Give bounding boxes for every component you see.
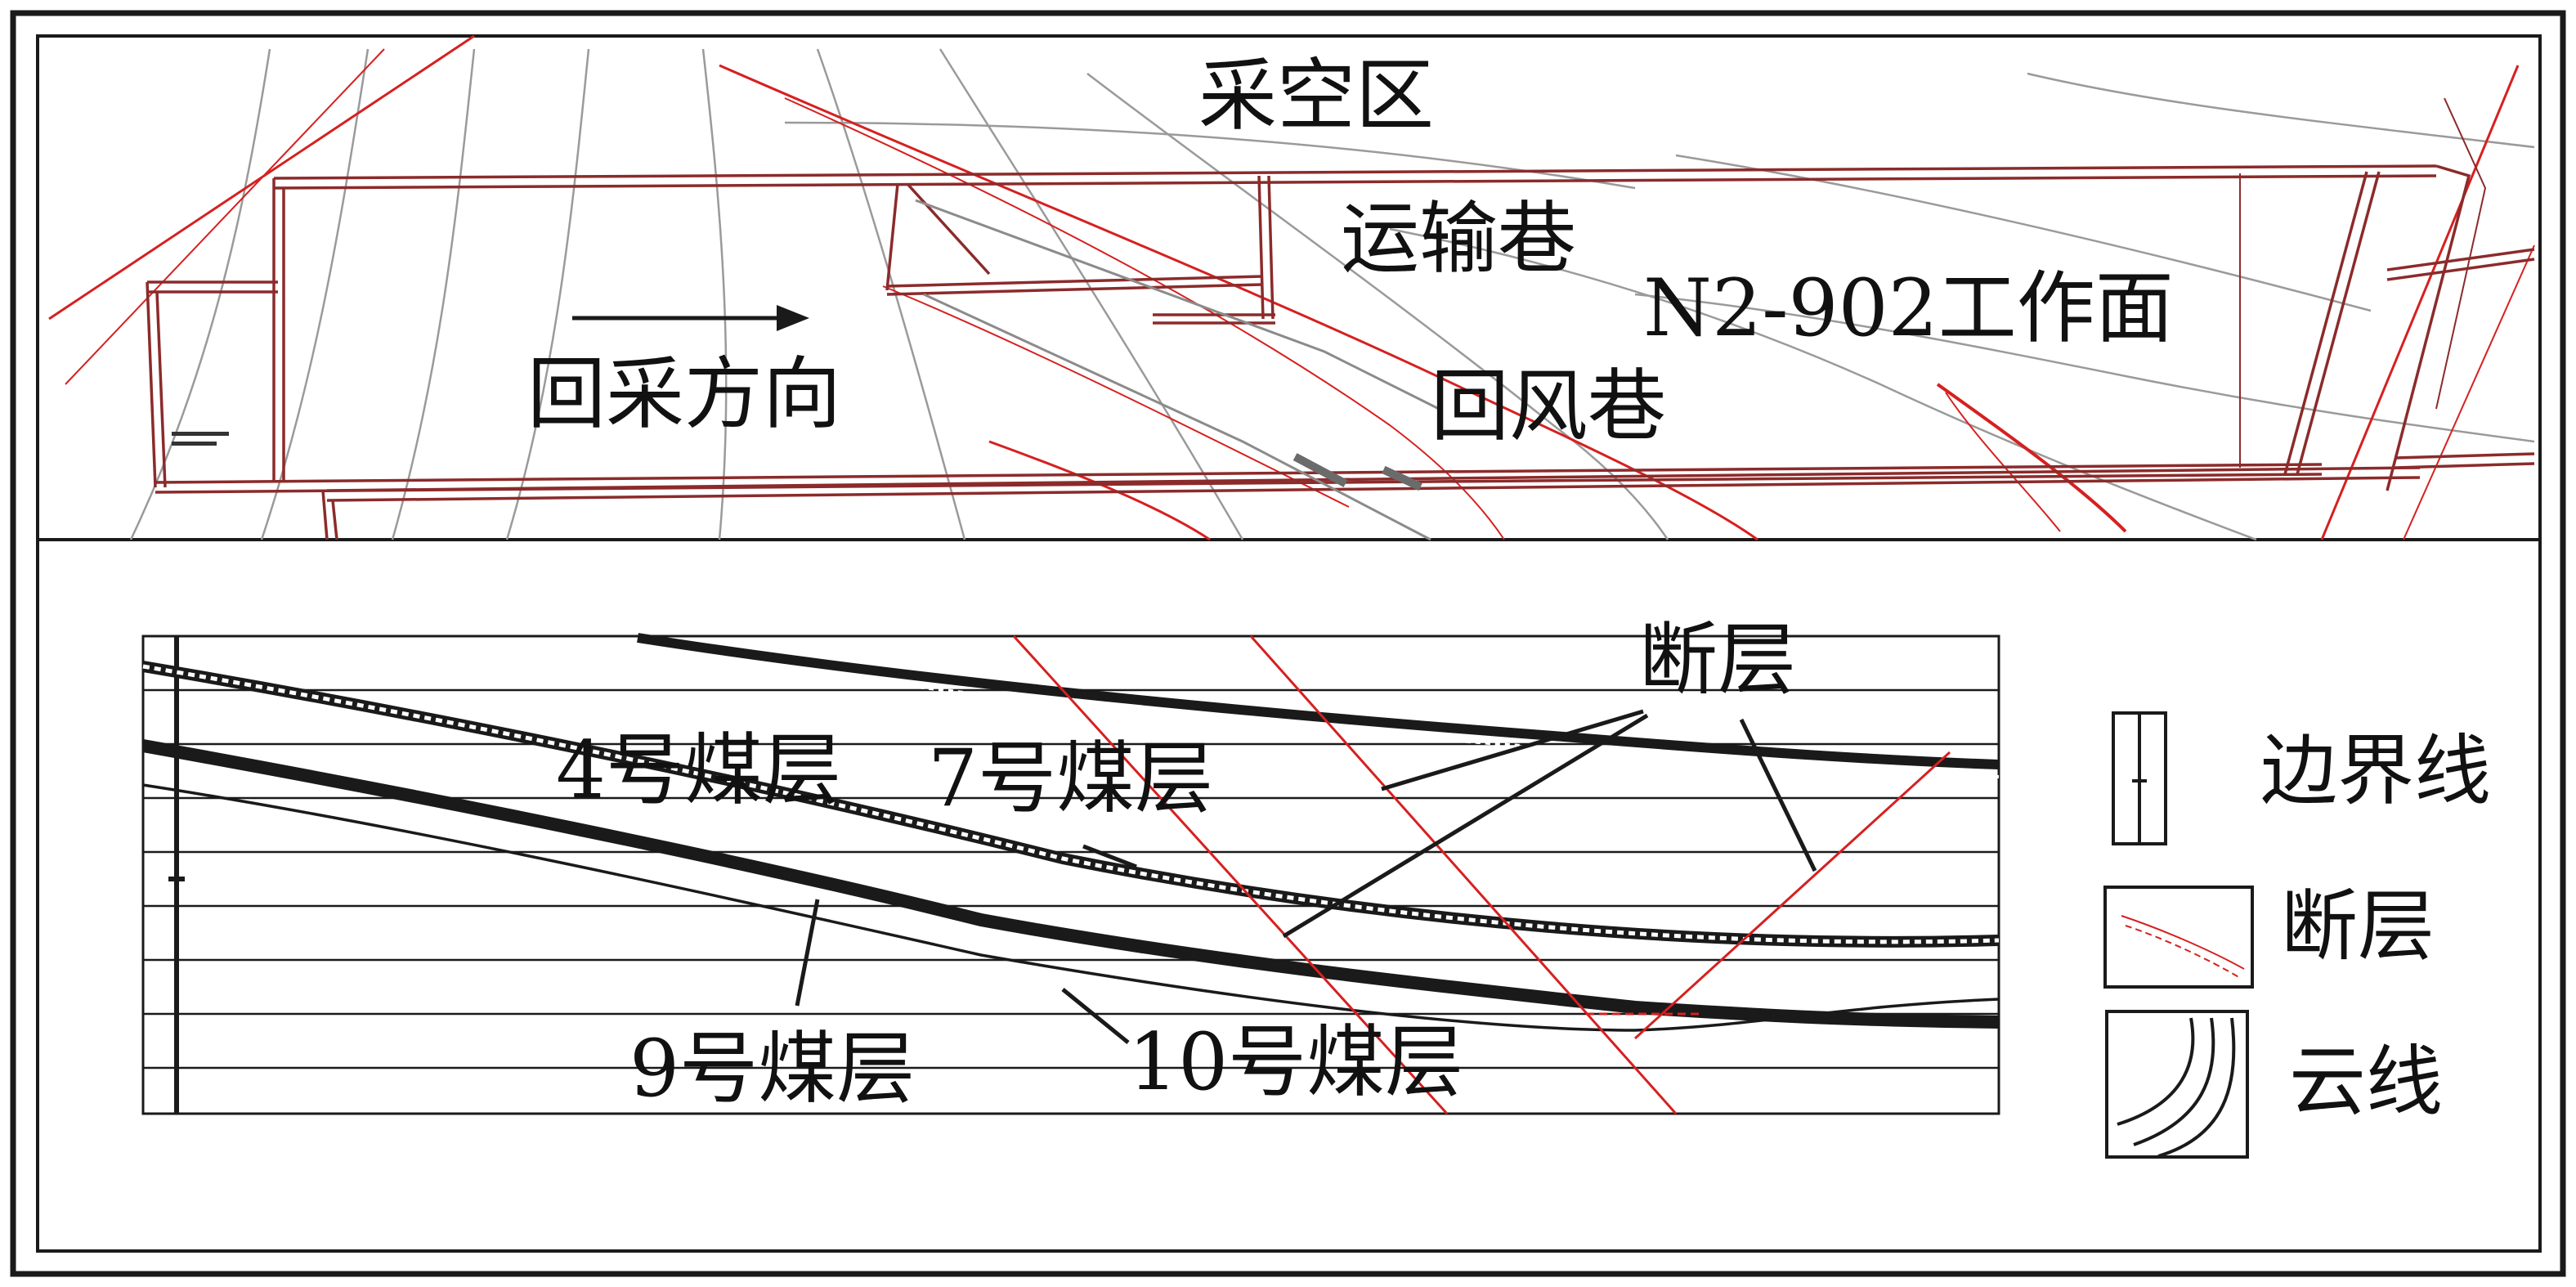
contour-line	[816, 48, 966, 540]
seam-leader-line	[1082, 844, 1137, 869]
roadway-stub	[155, 291, 167, 488]
contour-line	[505, 48, 590, 540]
roadway-stub	[331, 500, 338, 540]
right-roadway	[2386, 248, 2535, 271]
seam-4-line	[637, 633, 2000, 769]
return-roadway-line	[326, 466, 2421, 492]
seam-10-label: 10号煤层	[1128, 1016, 1463, 1108]
fault-leader-line	[1282, 713, 1649, 939]
seam-leader-line	[1061, 988, 1130, 1044]
right-roadway	[2395, 462, 2535, 469]
equipment-marker	[1292, 453, 1348, 487]
legend-label-boundary: 边界线	[2260, 727, 2491, 816]
right-roadway	[2386, 164, 2471, 491]
equipment-marker	[1382, 465, 1422, 491]
fault-line	[1012, 635, 1449, 1115]
haulage-roadway-label: 运输巷	[1341, 193, 1576, 285]
diagonal-line	[915, 199, 1440, 410]
fault-icon	[2103, 886, 2254, 989]
legend-symbol-line	[2157, 1017, 2236, 1158]
seam-7-label: 7号煤层	[928, 733, 1213, 824]
roadway-stub	[321, 490, 329, 540]
fault-line	[65, 48, 385, 385]
legend-box	[2105, 1010, 2249, 1159]
cross-roadway-line	[886, 283, 1264, 296]
legend-symbol-line	[2121, 915, 2245, 970]
contour-line	[1086, 73, 1669, 540]
contour-line	[129, 48, 271, 540]
cross-roadway-line	[1267, 175, 1275, 320]
contour-line-icon	[2105, 1010, 2249, 1159]
haulage-roadway-line	[273, 174, 2437, 190]
seam-9-line	[141, 739, 2000, 1029]
inner-frame	[36, 34, 2542, 1253]
fault-line	[1633, 751, 1951, 1040]
roadway-stub	[146, 281, 157, 488]
contour-line	[701, 48, 728, 540]
return-roadway-line	[326, 476, 2421, 502]
right-roadway	[2435, 97, 2487, 410]
return-roadway-line	[155, 463, 2323, 484]
cross-roadway-line	[885, 183, 899, 291]
outer-frame	[10, 10, 2566, 1277]
fault-line	[719, 64, 1758, 541]
roadways	[146, 97, 2535, 540]
diagonal-line	[923, 293, 1431, 541]
legend: 边界线 断层 云线	[2103, 711, 2491, 1159]
arrow-head-icon	[777, 305, 809, 331]
fault-line	[1945, 392, 2061, 532]
fault-leader-line	[1381, 709, 1644, 791]
right-roadway	[2386, 258, 2535, 281]
legend-label-fault: 断层	[2281, 882, 2435, 971]
fault-leader-line	[1739, 718, 1817, 872]
mining-direction-label: 回采方向	[527, 348, 841, 440]
return-roadway-label: 回风巷	[1431, 361, 1666, 452]
plan-fault-lines	[48, 34, 2535, 541]
legend-symbol-line	[2133, 1017, 2215, 1146]
seam-4-hatch	[637, 644, 2000, 778]
haulage-roadway-line	[273, 164, 2437, 180]
fault-label: 断层	[1639, 614, 1796, 706]
leader-lines	[795, 709, 1817, 1044]
seam-10-line	[142, 783, 2000, 1032]
contour-line	[1389, 227, 2257, 541]
legend-symbol-line	[2125, 925, 2241, 979]
cross-roadway-line	[906, 182, 991, 276]
section-frame	[141, 635, 2000, 1115]
fault-line	[1249, 635, 1678, 1114]
scale-mark	[172, 432, 229, 436]
cross-roadway-line	[886, 275, 1264, 288]
cross-roadway-line	[1257, 175, 1265, 320]
boundary-line-icon	[2112, 711, 2167, 845]
fault-line	[2403, 244, 2535, 540]
seam-leader-line	[795, 899, 820, 1007]
cross-section-panel: 4号煤层 7号煤层 9号煤层 10号煤层 断层	[141, 614, 2000, 1115]
stop-line	[2283, 171, 2368, 475]
roadway-diagonals	[915, 199, 1440, 541]
contour-line	[391, 48, 476, 540]
contour-line	[2027, 72, 2535, 149]
scale-mark	[172, 442, 217, 446]
seam-9-label: 9号煤层	[629, 1023, 915, 1114]
legend-box	[2103, 886, 2254, 989]
legend-symbol-line	[2117, 1017, 2195, 1126]
fault-line	[1936, 383, 2127, 533]
right-roadway	[2395, 452, 2535, 460]
contour-line	[939, 48, 1244, 540]
working-face-label: N2-902工作面	[1643, 262, 2174, 354]
plan-view-panel: 采空区 运输巷 N2-902工作面 回风巷 回采方向	[48, 34, 2535, 541]
coal-seams	[141, 633, 2000, 1032]
fault-line	[2320, 65, 2520, 540]
legend-label-contour: 云线	[2289, 1038, 2443, 1127]
seam-7-hatch	[142, 664, 2000, 944]
contour-line	[784, 121, 1636, 190]
seam-4-label: 4号煤层	[556, 724, 841, 816]
stop-line	[2296, 171, 2381, 475]
goaf-label: 采空区	[1198, 50, 1434, 141]
section-faults	[1012, 635, 1951, 1115]
contour-line	[1634, 293, 2535, 443]
